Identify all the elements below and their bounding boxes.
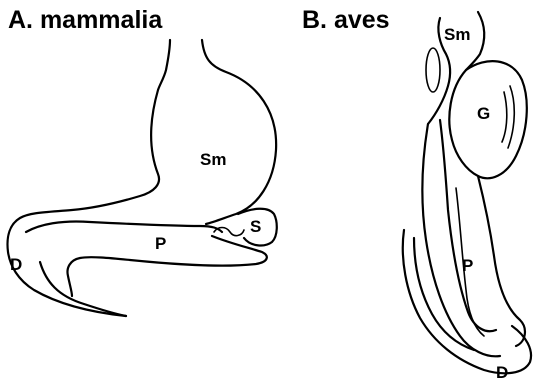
mammal-sphincter-fold — [214, 228, 244, 236]
bird-duodenum-inner — [414, 238, 474, 350]
mammal-stomach-greater-curve — [202, 40, 276, 224]
mammal-duodenum-label: D — [10, 255, 22, 274]
bird-gizzard-muscle-inner — [502, 92, 507, 142]
bird-gizzard-label: G — [477, 104, 490, 123]
bird-stomach-drawing — [403, 12, 531, 373]
bird-duodenum-label: D — [496, 363, 508, 382]
bird-gizzard-muscle — [508, 86, 514, 148]
bird-oesophagus-bulge — [426, 48, 440, 92]
bird-stomach-label: Sm — [444, 25, 470, 44]
mammal-sphincter-label: S — [250, 217, 261, 236]
bird-intestine-right — [478, 176, 525, 346]
bird-intestine-mid — [440, 120, 496, 331]
mammal-pylorus-lower — [68, 236, 267, 296]
mammal-stomach-outline — [8, 40, 171, 316]
mammal-stomach-drawing — [8, 40, 277, 316]
mammal-pylorus-outline — [26, 221, 222, 232]
bird-pylorus-label: P — [462, 256, 473, 275]
mammal-stomach-label: Sm — [200, 150, 226, 169]
mammal-pylorus-label: P — [155, 234, 166, 253]
